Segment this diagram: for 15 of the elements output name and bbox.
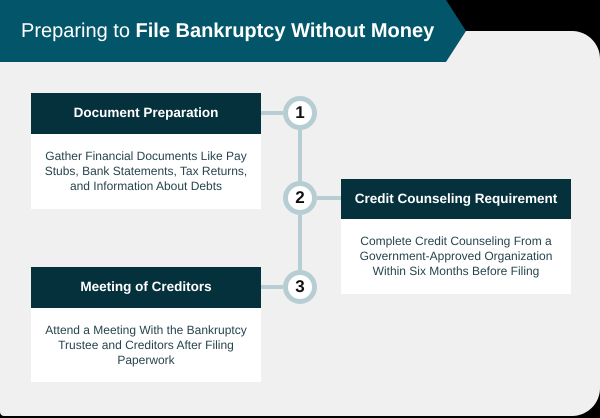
step-title: Meeting of Creditors	[31, 267, 261, 308]
step-card	[31, 93, 261, 209]
connector-line	[298, 215, 302, 270]
step-description: Gather Financial Documents Like Pay Stubs, Bank Statements, Tax Returns, and Information About Debts	[44, 149, 248, 194]
step-title: Document Preparation	[31, 93, 261, 134]
title-banner: Preparing to File Bankruptcy Without Money	[0, 0, 466, 62]
connector-line	[261, 285, 283, 289]
step-card	[31, 267, 261, 382]
step-description: Attend a Meeting With the Bankruptcy Trustee and Creditors After Filing Paperwork	[44, 322, 248, 368]
connector-line	[298, 130, 302, 181]
connector-line	[317, 196, 341, 200]
step-description: Complete Credit Counseling From a Government-Approved Organization Within Six Months Before Filing	[358, 234, 554, 279]
connector-line	[261, 111, 283, 115]
step-title: Credit Counseling Requirement	[341, 179, 571, 219]
step-card	[341, 179, 571, 294]
